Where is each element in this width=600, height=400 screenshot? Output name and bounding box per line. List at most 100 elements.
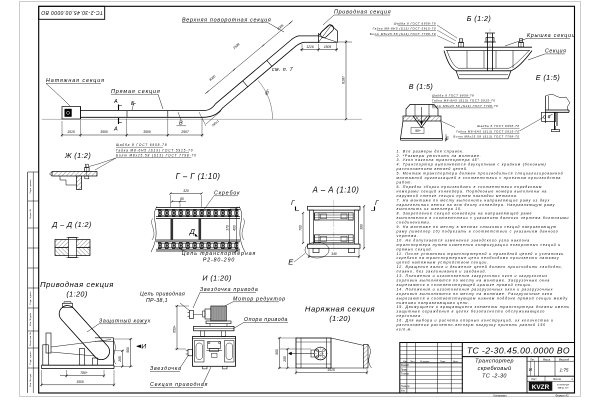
svg-text:номерами секций конвейера. Пор: номерами секций конвейера. Порядковые но…: [397, 189, 548, 193]
svg-text:персонала.: персонала.: [397, 314, 423, 318]
svg-text:Крышка секции: Крышка секции: [527, 33, 576, 39]
svg-text:320: 320: [183, 189, 189, 193]
svg-text:Г: Г: [375, 200, 379, 207]
svg-text:560: 560: [126, 347, 130, 353]
svg-text:3. Угол наклона транспортера: 3. Угол наклона транспортера 45°.: [397, 158, 482, 162]
svg-text:10. Не допускается изменение з: 10. Не допускается изменение заводского …: [397, 238, 530, 242]
svg-text:скребковый: скребковый: [478, 365, 512, 372]
svg-text:Шайба 8 ГОСТ 6958-78: Шайба 8 ГОСТ 6958-78: [394, 22, 436, 26]
svg-text:вырезаются в соответствующем н: вырезаются в соответствующем нижнем подд…: [397, 296, 569, 300]
svg-text:(1:20): (1:20): [329, 314, 350, 323]
svg-text:расположением ветвей цепей.: расположением ветвей цепей.: [396, 167, 469, 171]
svg-text:А: А: [113, 127, 118, 133]
svg-text:780+: 780+: [80, 371, 88, 375]
svg-text:Шайба 8 ГОСТ 6958-78: Шайба 8 ГОСТ 6958-78: [116, 143, 167, 147]
svg-text:Мотор редуктор: Мотор редуктор: [233, 297, 286, 303]
svg-text:Болт М8х25.58 (S13) ГОСТ 7798-: Болт М8х25.58 (S13) ГОСТ 7798-70: [453, 135, 519, 139]
svg-text:Подп. и дата: Подп. и дата: [30, 351, 32, 365]
svg-text:180±1: 180±1: [211, 119, 220, 128]
svg-text:400: 400: [232, 225, 236, 231]
svg-text:кг/п.м.: кг/п.м.: [397, 328, 413, 332]
svg-text:соединениями.: соединениями.: [397, 221, 432, 225]
svg-text:14. Положения и изготовления р: 14. Положения и изготовления разгрузочны…: [397, 287, 554, 291]
svg-text:Справ. №: Справ. №: [29, 208, 32, 219]
svg-text:Б: Б: [131, 101, 135, 107]
svg-text:Н.контр.: Н.контр.: [401, 385, 411, 388]
svg-text:650+: 650+: [173, 325, 177, 333]
svg-text:1. Все размеры для справок.: 1. Все размеры для справок.: [397, 149, 465, 153]
svg-text:12. Вращение валов и движение: 12. Вращение валов и движение цепей долж…: [397, 265, 563, 269]
svg-text:255: 255: [283, 356, 287, 363]
svg-text:№ докум.: № докум.: [420, 360, 430, 363]
svg-text:3000: 3000: [208, 74, 216, 82]
svg-text:80: 80: [180, 197, 184, 201]
svg-text:наружной стенке секции путем н: наружной стенке секции путем накладки ме…: [397, 194, 519, 198]
svg-text:1515: 1515: [67, 130, 75, 134]
svg-text:И: И: [141, 344, 146, 351]
svg-text:2006: 2006: [275, 23, 284, 32]
svg-text:Взам. инв. №: Взам. инв. №: [29, 332, 32, 346]
svg-text:2507: 2507: [180, 130, 189, 134]
svg-text:Инв. № дубл.: Инв. № дубл.: [29, 312, 32, 326]
svg-text:1500: 1500: [76, 380, 84, 384]
svg-text:Шайба 8 ГОСТ 6958-78: Шайба 8 ГОСТ 6958-78: [477, 124, 519, 128]
svg-text:90+: 90+: [415, 129, 421, 133]
svg-text:КОТЕЛЬНЫЙ: КОТЕЛЬНЫЙ: [557, 384, 569, 387]
svg-text:Гайка М8-6Н5 (S13) ГОСТ 5915-7: Гайка М8-6Н5 (S13) ГОСТ 5915-70: [432, 99, 495, 103]
svg-text:265: 265: [118, 356, 122, 363]
svg-text:Транспортер: Транспортер: [475, 358, 514, 364]
svg-text:Скребок: Скребок: [214, 191, 241, 197]
svg-text:нижними направляющими цепи.: нижними направляющими цепи.: [397, 301, 470, 305]
svg-text:(1:20): (1:20): [66, 290, 87, 299]
svg-text:Листов: Листов: [553, 378, 561, 381]
svg-text:Пров.: Пров.: [401, 368, 408, 371]
svg-text:ТС -2-30: ТС -2-30: [482, 373, 507, 379]
svg-text:Изм: Изм: [403, 361, 408, 363]
svg-text:параллельных веток на всю длин: параллельных веток на всю длину конвейер…: [397, 203, 556, 207]
svg-text:11. После установки транспорте: 11. После установки транспортерной и при…: [397, 252, 565, 256]
svg-text:Масштаб: Масштаб: [559, 358, 570, 361]
svg-text:Перв. примен.: Перв. примен.: [30, 178, 32, 193]
svg-text:цепей натяжным устройством сек: цепей натяжным устройством секции.: [397, 261, 489, 265]
svg-text:6. Порядок сборки производить: 6. Порядок сборки производить в соответс…: [397, 185, 543, 189]
svg-text:Лит.: Лит.: [530, 358, 535, 361]
svg-text:Подп. и дата: Подп. и дата: [30, 291, 32, 305]
svg-text:И (1:20): И (1:20): [202, 274, 231, 283]
svg-text:4. Транспортер выполняется дв: 4. Транспортер выполняется двухцепным с …: [397, 163, 547, 167]
svg-text:И: И: [529, 367, 532, 372]
svg-text:700: 700: [299, 225, 303, 231]
svg-text:3500: 3500: [100, 130, 108, 134]
svg-text:Лист: Лист: [410, 361, 415, 363]
svg-text:3500: 3500: [143, 130, 151, 134]
svg-text:Дата: Дата: [453, 361, 459, 363]
svg-text:монтажной организацией в соотв: монтажной организацией в соответствии с …: [397, 176, 562, 180]
svg-text:выполняется в соответствии с у: выполняется в соответствии с указанием д…: [397, 216, 570, 220]
svg-text:5. Монтаж транспортера должен: 5. Монтаж транспортера должен производит…: [397, 172, 564, 176]
svg-text:4,5: 4,5: [446, 136, 450, 140]
svg-text:ПР-38,1: ПР-38,1: [146, 298, 168, 304]
svg-text:Звездочка привода: Звездочка привода: [200, 287, 259, 293]
svg-text:16. Для выбора и расчета опорн: 16. Для выбора и расчета опорных констру…: [397, 319, 554, 323]
svg-text:Натяжная секция: Натяжная секция: [46, 78, 105, 84]
svg-text:Г – Г (1:10): Г – Г (1:10): [176, 172, 221, 181]
svg-text:2539: 2539: [231, 42, 240, 51]
svg-text:Лист: Лист: [531, 378, 537, 381]
svg-text:Формат А2: Формат А2: [555, 394, 569, 398]
svg-text:транспортера путем изменения к: транспортера путем изменения конфигураци…: [397, 243, 561, 247]
svg-text:Цепь приводная: Цепь приводная: [140, 292, 185, 298]
svg-text:KVZR: KVZR: [532, 384, 550, 391]
svg-text:7. На монтаже по месту выполн: 7. На монтаже по месту выполнить направл…: [397, 198, 551, 202]
svg-text:чертежа.: чертежа.: [397, 234, 419, 238]
svg-text:Е: Е: [288, 258, 294, 267]
svg-text:Г: Г: [291, 200, 295, 207]
svg-text:Д: Д: [189, 227, 196, 236]
svg-text:скребков на транспортерные цеп: скребков на транспортерные цепи необходи…: [397, 256, 560, 260]
svg-text:Болт М8х25.58 (S13) ГОСТ 7798-: Болт М8х25.58 (S13) ГОСТ 7798-70: [370, 32, 436, 36]
svg-text:Гайка М8-6Н5 (S13) ГОСТ 5915-7: Гайка М8-6Н5 (S13) ГОСТ 5915-70: [373, 27, 436, 31]
svg-text:1515: 1515: [327, 368, 335, 372]
svg-text:15. Движущиеся и вращающиеся э: 15. Движущиеся и вращающиеся элементы тр…: [397, 305, 570, 309]
svg-text:Прямая секция: Прямая секция: [111, 89, 161, 95]
svg-text:Копировал: Копировал: [494, 394, 507, 398]
svg-text:горловин выполняются по месту: горловин выполняются по месту на монтаже…: [397, 279, 551, 283]
svg-text:Шайба 8 ГОСТ 6958-78: Шайба 8 ГОСТ 6958-78: [432, 94, 474, 98]
